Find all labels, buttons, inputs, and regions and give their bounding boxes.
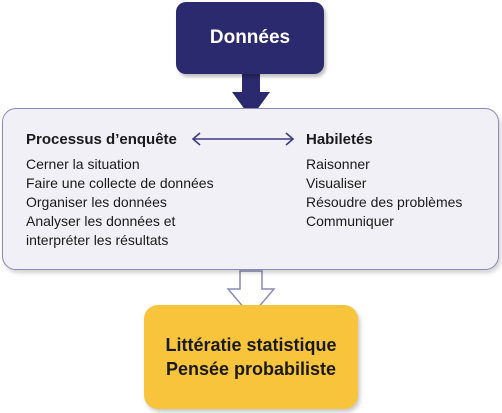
- inquiry-process-column: Processus d’enquête Cerner la situation …: [26, 131, 266, 250]
- inquiry-step: Organiser les données: [26, 194, 167, 210]
- probabilistic-thinking-label: Pensée probabiliste: [165, 359, 337, 379]
- data-box: Données: [176, 2, 324, 74]
- statistical-literacy-label: Littératie statistique: [165, 335, 337, 355]
- inquiry-step: interpréter les résultats: [26, 232, 169, 248]
- inquiry-step: Cerner la situation: [26, 156, 140, 172]
- skill-item: Communiquer: [306, 213, 394, 229]
- down-arrow-outline-icon: [226, 270, 276, 318]
- skills-column: Habiletés Raisonner Visualiser Résoudre …: [306, 131, 496, 231]
- process-skills-box: [2, 108, 499, 270]
- statistical-literacy-box: Littératie statistique Pensée probabilis…: [144, 305, 358, 409]
- skill-item: Raisonner: [306, 156, 370, 172]
- inquiry-process-heading: Processus d’enquête: [26, 131, 177, 148]
- double-arrow-icon: [191, 132, 295, 146]
- inquiry-step: Faire une collecte de données: [26, 175, 214, 191]
- inquiry-step: Analyser les données et: [26, 213, 176, 229]
- skill-item: Résoudre des problèmes: [306, 194, 463, 210]
- data-box-label: Données: [209, 27, 291, 48]
- skill-item: Visualiser: [306, 175, 367, 191]
- down-arrow-solid-icon: [232, 74, 270, 118]
- skills-heading: Habiletés: [306, 131, 373, 148]
